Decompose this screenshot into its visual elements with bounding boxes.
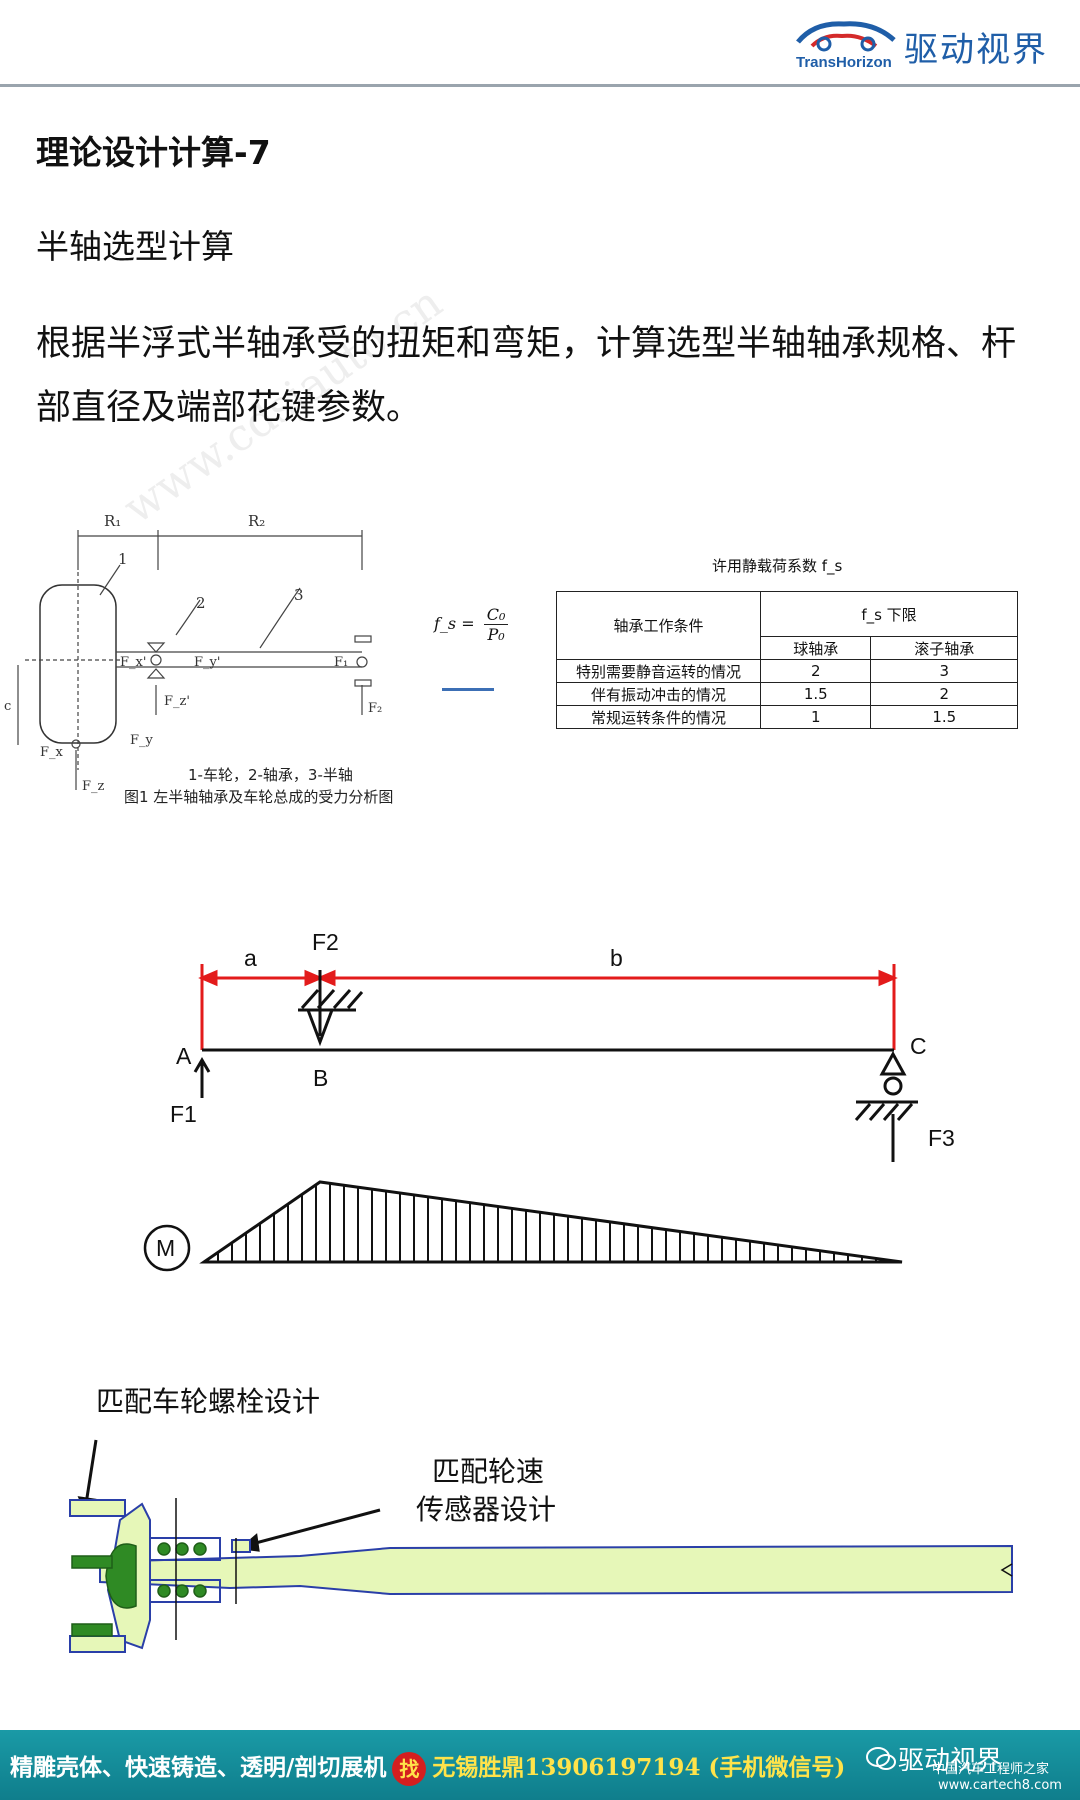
dim-c: c (4, 699, 11, 714)
table-row: 伴有振动冲击的情况 1.5 2 (556, 682, 1018, 706)
footer-wechat-name: 驱动视界 (898, 1746, 1003, 1776)
label-a: a (244, 945, 257, 971)
label-B: B (313, 1065, 328, 1091)
force-Fy: F_y (130, 733, 154, 748)
force-Fz: F_z (82, 779, 105, 794)
footer-ad: 精雕壳体、快速铸造、透明/剖切展机找无锡胜鼎13906197194 (手机微信号… (10, 1748, 845, 1786)
table-caption: 许用静载荷系数 f_s (712, 557, 843, 575)
static-safety-formula: f_s = C₀ P₀ (434, 605, 509, 644)
table-cell: 1.5 (870, 705, 1018, 729)
dim-R1: R₁ (104, 512, 121, 530)
table-header-condition: 轴承工作条件 (556, 591, 761, 660)
force-Fx: F_x (40, 745, 64, 760)
body-paragraph: 根据半浮式半轴承受的扭矩和弯矩，计算选型半轴轴承规格、杆部直径及端部花键参数。 (36, 324, 1017, 428)
footer-ad-right: 无锡胜鼎13906197194 (手机微信号) (432, 1754, 846, 1781)
moment-symbol (143, 1224, 191, 1272)
table-row: 特别需要静音运转的情况 2 3 (556, 659, 1018, 683)
table-cell: 3 (870, 659, 1018, 683)
wechat-icon (866, 1747, 896, 1770)
formula-denominator: P₀ (487, 625, 505, 644)
part-label-3: 3 (294, 586, 304, 604)
callout-sensor-design-line1: 匹配轮速 (432, 1455, 545, 1488)
page-header: TransHorizon 驱动视界 (0, 0, 1080, 87)
table-cell: 特别需要静音运转的情况 (556, 659, 761, 683)
footer-site-url: www.cartech8.com (938, 1778, 1062, 1793)
force-Fz-prime: F_z' (164, 694, 190, 709)
formula-underline (442, 688, 494, 691)
force-F2: F₂ (368, 701, 382, 716)
brand-logo: TransHorizon 驱动视界 (794, 14, 1054, 74)
brand-cn: 驱动视界 (904, 30, 1048, 70)
formula-lhs: f_s = (434, 614, 475, 633)
callout-bolt-design: 匹配车轮螺栓设计 (96, 1385, 321, 1418)
table-cell: 1.5 (759, 682, 872, 706)
part-label-1: 1 (118, 550, 128, 568)
part-label-2: 2 (196, 594, 206, 612)
page-title: 理论设计计算-7 (36, 133, 271, 172)
table-header-roller: 滚子轴承 (870, 636, 1018, 660)
table-cell: 2 (759, 659, 872, 683)
label-M: M (156, 1235, 175, 1261)
brand-en: TransHorizon (796, 54, 892, 71)
load-factor-table: 轴承工作条件 f_s 下限 球轴承 滚子轴承 特别需要静音运转的情况 2 3 伴… (556, 591, 1018, 729)
label-F3: F3 (928, 1125, 955, 1151)
label-F1: F1 (170, 1101, 197, 1127)
force-Fx-prime: F_x' (120, 655, 146, 670)
shaft-body (69, 1499, 1013, 1653)
page-subtitle: 半轴选型计算 (36, 227, 234, 266)
label-b: b (610, 945, 623, 971)
table-cell: 2 (870, 682, 1018, 706)
table-row: 常规运转条件的情况 1 1.5 (556, 705, 1018, 729)
table-header-ball: 球轴承 (759, 636, 872, 660)
footer-ad-left: 精雕壳体、快速铸造、透明/剖切展机 (10, 1754, 387, 1781)
figure-legend: 1-车轮，2-轴承，3-半轴 (188, 766, 353, 784)
table-cell: 1 (759, 705, 872, 729)
half-shaft-drawing (69, 1439, 1013, 1653)
dim-R2: R₂ (248, 512, 265, 530)
formula-numerator: C₀ (483, 605, 509, 625)
footer-banner: 精雕壳体、快速铸造、透明/剖切展机找无锡胜鼎13906197194 (手机微信号… (0, 1730, 1080, 1800)
label-A: A (176, 1043, 192, 1069)
force-F1: F₁ (334, 655, 348, 670)
force-Fy-prime: F_y' (194, 655, 220, 670)
footer-badge: 找 (392, 1752, 427, 1786)
callout-sensor-design-line2: 传感器设计 (416, 1493, 557, 1526)
table-cell: 常规运转条件的情况 (556, 705, 761, 729)
table-cell: 伴有振动冲击的情况 (556, 682, 761, 706)
car-logo-icon (796, 21, 896, 52)
table-header-limit: f_s 下限 (760, 591, 1018, 637)
label-F2: F2 (312, 929, 339, 955)
footer-site-name: 中国汽车工程师之家 (932, 1762, 1050, 1777)
figure-caption: 图1 左半轴轴承及车轮总成的受力分析图 (124, 788, 394, 806)
beam-moment-diagram: a b F2 A B C F1 F3 M (143, 929, 955, 1272)
label-C: C (910, 1033, 927, 1059)
force-analysis-figure: R₁ R₂ 1 2 3 F_x' F_y' F₁ F_z' F₂ F_x F_y… (4, 512, 382, 794)
